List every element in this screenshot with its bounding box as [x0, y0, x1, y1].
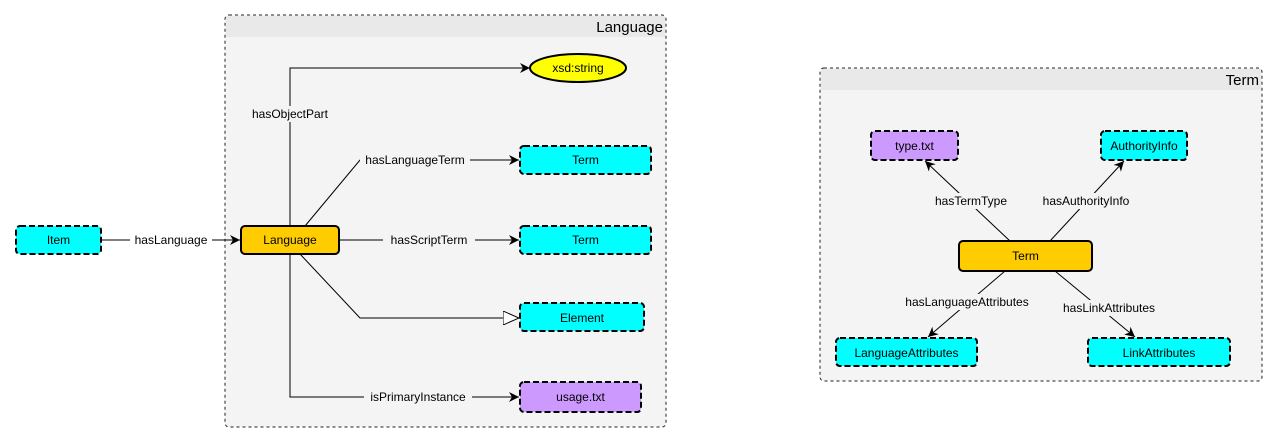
- node-term-script[interactable]: Term: [519, 225, 652, 255]
- label-has-language: hasLanguage: [135, 233, 208, 247]
- node-type[interactable]: type.txt: [870, 130, 959, 161]
- node-item[interactable]: Item: [15, 225, 102, 255]
- node-xsd-string-label: xsd:string: [552, 61, 603, 75]
- node-link-attributes-label: LinkAttributes: [1123, 346, 1196, 360]
- node-language-attributes-label: LanguageAttributes: [854, 346, 958, 360]
- label-has-authority-info: hasAuthorityInfo: [1043, 194, 1130, 208]
- node-language-label: Language: [263, 233, 317, 247]
- node-xsd-string[interactable]: xsd:string: [529, 53, 627, 83]
- term-group: Term: [819, 67, 1263, 382]
- node-term-central-label: Term: [1012, 249, 1039, 263]
- node-language[interactable]: Language: [240, 225, 340, 255]
- node-element-label: Element: [560, 311, 605, 325]
- label-is-primary-instance: isPrimaryInstance: [370, 390, 466, 404]
- node-term-central[interactable]: Term: [958, 240, 1093, 272]
- node-authority-info-label: AuthorityInfo: [1110, 139, 1178, 153]
- label-has-script-term: hasScriptTerm: [391, 233, 468, 247]
- node-term-script-label: Term: [572, 233, 599, 247]
- node-usage[interactable]: usage.txt: [519, 381, 642, 413]
- node-language-attributes[interactable]: LanguageAttributes: [835, 337, 978, 367]
- label-has-language-attributes: hasLanguageAttributes: [905, 295, 1028, 309]
- language-group-header: [226, 16, 665, 37]
- term-group-header: [821, 69, 1261, 90]
- node-element[interactable]: Element: [519, 302, 645, 332]
- node-usage-label: usage.txt: [556, 390, 605, 404]
- term-group-frame: [819, 67, 1263, 382]
- label-has-link-attributes: hasLinkAttributes: [1063, 301, 1155, 315]
- node-link-attributes[interactable]: LinkAttributes: [1087, 337, 1231, 367]
- label-has-language-term: hasLanguageTerm: [365, 153, 464, 167]
- node-term-language[interactable]: Term: [519, 145, 652, 175]
- label-has-term-type: hasTermType: [935, 194, 1007, 208]
- label-has-object-part: hasObjectPart: [252, 107, 329, 121]
- language-group-title: Language: [596, 19, 663, 36]
- term-group-title: Term: [1226, 72, 1259, 89]
- node-term-language-label: Term: [572, 153, 599, 167]
- node-item-label: Item: [47, 233, 70, 247]
- node-type-label: type.txt: [895, 139, 934, 153]
- edge-has-object-part: [289, 63, 530, 226]
- edge-labels: hasLanguage hasObjectPart hasLanguageTer…: [130, 106, 1166, 405]
- edge-subclass-element: [299, 253, 519, 318]
- node-authority-info[interactable]: AuthorityInfo: [1100, 130, 1188, 161]
